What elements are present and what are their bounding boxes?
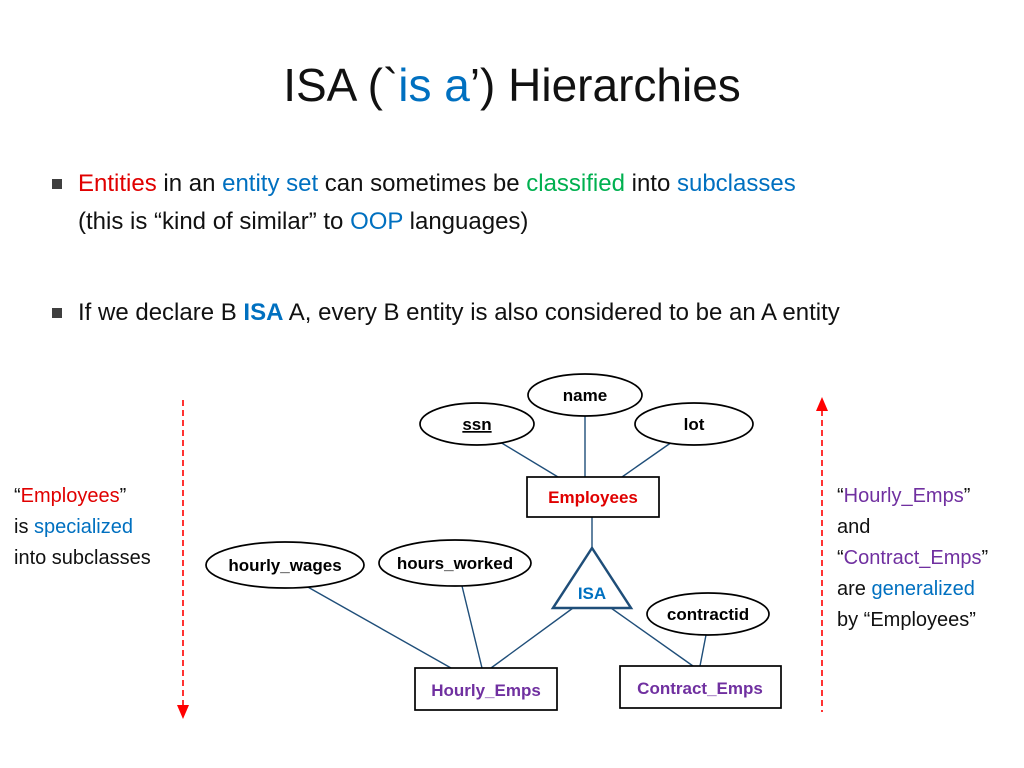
note-line: are generalized	[837, 574, 1022, 605]
entity-rect-employees	[526, 476, 660, 518]
bullet-2-line-1: If we declare B ISA A, every B entity is…	[78, 294, 840, 332]
quote-mark: “	[837, 485, 844, 507]
attribute-ellipse-ssn	[419, 402, 535, 446]
bullet-2-text: If we declare B ISA A, every B entity is…	[78, 294, 840, 332]
bullet-1-text: Entities in an entity set can sometimes …	[78, 165, 796, 241]
text-segment: languages)	[402, 208, 529, 235]
text-segment: If we declare B	[78, 299, 244, 326]
text-segment: can sometimes be	[318, 170, 527, 197]
generalization-note: “Hourly_Emps” and “Contract_Emps” are ge…	[837, 481, 1022, 636]
title-segment: ’) Hierarchies	[469, 59, 741, 111]
entity-label-employees: Employees	[548, 488, 638, 507]
attribute-label: contractid	[667, 605, 749, 624]
title-segment: ISA (`	[283, 59, 399, 111]
bullet-1-line-1: Entities in an entity set can sometimes …	[78, 165, 796, 203]
attribute-ellipse-name	[527, 373, 643, 417]
text-segment: Employees	[20, 485, 120, 507]
attribute-ellipse-lot	[634, 402, 754, 446]
bullet-1-line-2: (this is “kind of similar” to OOP langua…	[78, 203, 796, 241]
attribute-ellipse-hourly-wages	[205, 541, 365, 589]
attribute-ellipse-contractid	[646, 592, 770, 636]
note-line: is specialized	[14, 512, 189, 543]
text-segment: OOP	[350, 208, 403, 235]
connector-line	[621, 441, 673, 478]
note-line: “Hourly_Emps”	[837, 481, 1022, 512]
quote-mark: ”	[963, 485, 971, 507]
text-segment: is	[14, 516, 34, 538]
entity-label-contract-emps: Contract_Emps	[637, 679, 763, 698]
connector-line	[499, 441, 559, 478]
arrow-down-icon	[177, 705, 189, 719]
bullet-square-icon	[52, 308, 62, 318]
specialization-note: “Employees” is specialized into subclass…	[14, 481, 189, 574]
quote-mark: ”	[119, 485, 127, 507]
text-segment: Contract_Emps	[843, 547, 982, 569]
text-segment: specialized	[34, 516, 133, 538]
note-line: into subclasses	[14, 547, 151, 569]
entity-rect-contract-emps	[619, 665, 782, 709]
entity-label-hourly-emps: Hourly_Emps	[431, 681, 541, 700]
connector-line	[610, 607, 694, 667]
attribute-label: lot	[684, 415, 705, 434]
text-segment: in an	[156, 170, 223, 197]
text-segment: are	[837, 578, 872, 600]
text-segment: A, every B entity is also considered to …	[283, 299, 840, 326]
text-segment: Hourly_Emps	[843, 485, 964, 507]
connector-line	[490, 607, 574, 669]
attribute-label: hourly_wages	[228, 556, 341, 575]
note-line: “Employees”	[14, 481, 189, 512]
text-segment: generalized	[871, 578, 975, 600]
connector-line	[461, 585, 483, 669]
connector-line	[305, 585, 452, 669]
entity-rect-hourly-emps	[414, 667, 558, 711]
text-segment: classified	[526, 170, 625, 197]
quote-mark: “	[14, 485, 21, 507]
page-title: ISA (`is a’) Hierarchies	[0, 58, 1024, 112]
title-segment-is-a: is a	[398, 59, 470, 111]
bullet-item-1: Entities in an entity set can sometimes …	[52, 165, 982, 241]
quote-mark: ”	[981, 547, 989, 569]
attribute-label: hours_worked	[397, 554, 513, 573]
text-segment: (this is “kind of similar” to	[78, 208, 351, 235]
bullet-square-icon	[52, 179, 62, 189]
attribute-label-key: ssn	[462, 415, 491, 434]
isa-triangle	[550, 545, 634, 610]
arrow-up-icon	[816, 397, 828, 411]
bullet-item-2: If we declare B ISA A, every B entity is…	[52, 294, 982, 332]
text-segment-isa: ISA	[243, 299, 284, 326]
quote-mark: “	[837, 547, 844, 569]
connector-line	[699, 634, 707, 667]
attribute-ellipse-hours-worked	[378, 539, 532, 587]
text-segment: subclasses	[676, 170, 796, 197]
attribute-label: name	[563, 386, 607, 405]
note-line: and	[837, 516, 871, 538]
text-segment: into	[624, 170, 677, 197]
note-line: “Contract_Emps”	[837, 543, 1022, 574]
note-line: by “Employees”	[837, 609, 976, 631]
isa-label: ISA	[578, 584, 606, 603]
text-segment: Entities	[78, 170, 157, 197]
text-segment: entity set	[222, 170, 319, 197]
